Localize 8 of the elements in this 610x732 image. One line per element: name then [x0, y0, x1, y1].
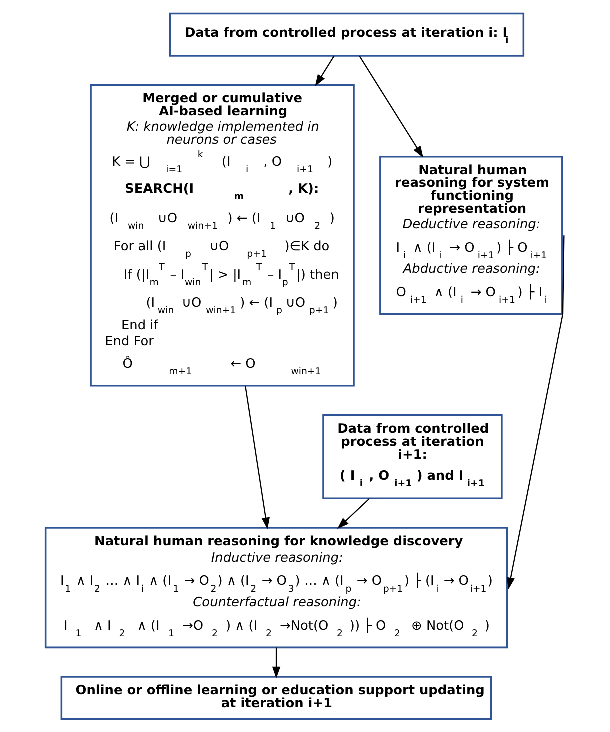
arrow [506, 235, 565, 590]
node-box: Data from controlled process at iteration i+1: ( Ii, Oi+1) and Ii+1 [322, 414, 503, 499]
arrow [315, 55, 335, 86]
node-box: Online or offline learning or education support updating at iteration i+1 [60, 676, 492, 720]
arrow [272, 647, 281, 678]
arrow [337, 498, 370, 529]
arrow [359, 55, 424, 158]
arrow [245, 386, 270, 530]
